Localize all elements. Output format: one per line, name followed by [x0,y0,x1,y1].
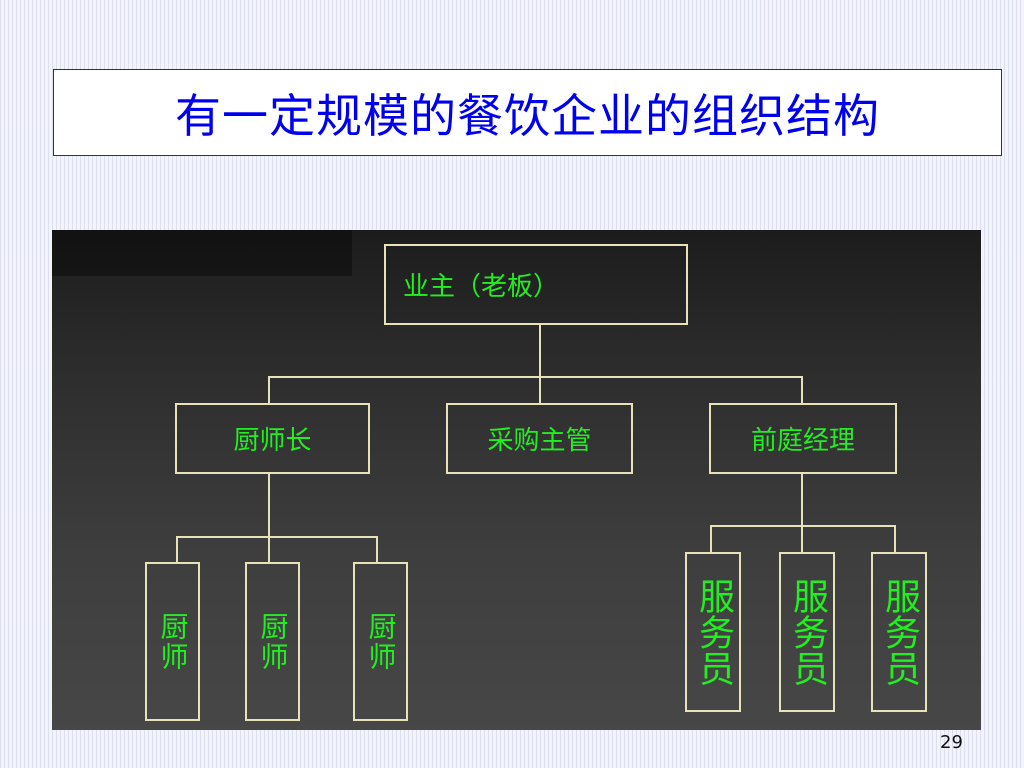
node-head-chef: 厨师长 [175,403,370,474]
page-number: 29 [940,732,963,753]
connector-front-manager-down [801,473,803,553]
node-waiter-3-label: 服务员 [879,578,920,686]
connector-root-down [539,325,541,378]
node-waiter-1: 服务员 [685,552,741,712]
node-chef-2: 厨师 [245,562,300,721]
node-waiter-3: 服务员 [871,552,927,712]
node-purchasing-supervisor-label: 采购主管 [487,426,592,456]
node-head-chef-label: 厨师长 [233,426,312,456]
slide-title: 有一定规模的餐饮企业的组织结构 [175,88,880,143]
slide-title-box: 有一定规模的餐饮企业的组织结构 [53,69,1002,156]
connector-service-bus [710,525,896,527]
connector-level1-bus [268,376,803,378]
node-chef-3-label: 厨师 [364,611,398,672]
node-waiter-2-label: 服务员 [787,578,828,686]
connector-to-waiter-3 [894,525,896,553]
node-waiter-1-label: 服务员 [693,578,734,686]
connector-to-waiter-1 [710,525,712,553]
node-front-manager-label: 前庭经理 [750,426,855,456]
connector-to-chef-1 [176,536,178,563]
node-front-manager: 前庭经理 [709,403,897,474]
node-owner-label: 业主（老板） [403,272,560,302]
connector-to-purchasing [539,376,541,403]
connector-to-front-manager [801,376,803,403]
node-owner: 业主（老板） [384,244,688,325]
node-purchasing-supervisor: 采购主管 [446,403,633,474]
connector-to-head-chef [268,376,270,403]
org-chart-panel: 业主（老板） 厨师长 采购主管 前庭经理 厨师 厨师 厨师 服务员 服务员 服务… [52,230,981,730]
node-chef-1-label: 厨师 [156,611,190,672]
node-chef-1: 厨师 [145,562,200,721]
node-chef-3: 厨师 [353,562,408,721]
node-waiter-2: 服务员 [779,552,835,712]
node-chef-2-label: 厨师 [256,611,290,672]
connector-to-chef-3 [376,536,378,563]
connector-head-chef-down [268,473,270,563]
connector-chef-bus [176,536,378,538]
